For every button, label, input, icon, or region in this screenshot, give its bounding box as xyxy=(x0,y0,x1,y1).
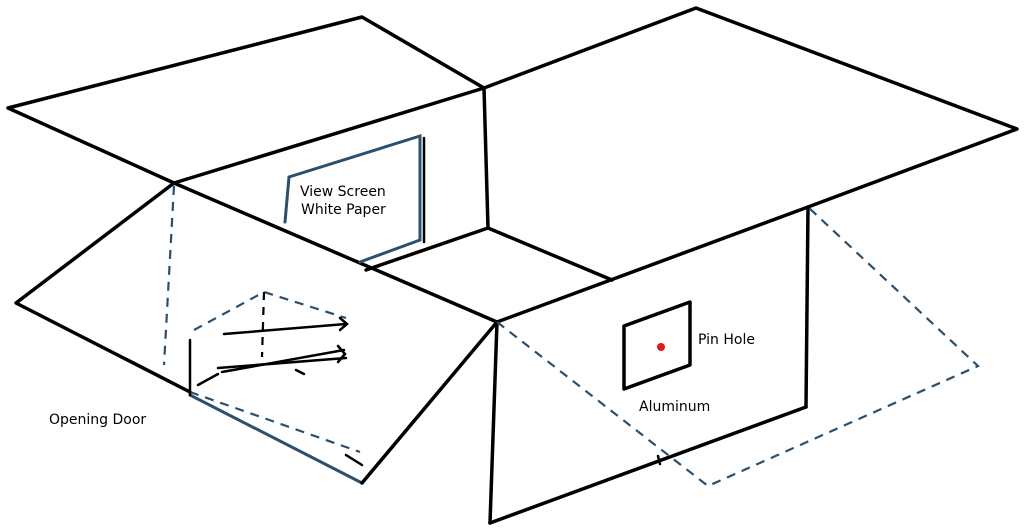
pin-hole-dot xyxy=(657,343,665,351)
back-corner-edge xyxy=(482,86,490,230)
insert-lower-arrow-head xyxy=(336,344,347,364)
box-body xyxy=(172,86,810,525)
inner-floor-edge-left xyxy=(364,226,490,272)
view-screen-label-line2: White Paper xyxy=(301,202,386,218)
front-dashed-flap xyxy=(496,206,980,488)
front-wall-top-edge xyxy=(495,205,810,324)
inner-floor-edge-right xyxy=(486,226,614,282)
right-vertical-edge xyxy=(804,205,810,409)
insert-small-tick xyxy=(294,368,306,376)
front-flap-mark xyxy=(656,454,662,466)
view-screen-label-line1: View Screen xyxy=(300,184,386,200)
back-right-flap xyxy=(482,6,1019,209)
aluminum-plate: Pin Hole Aluminum xyxy=(622,300,755,415)
insert-lower-line-2 xyxy=(220,348,346,374)
door-closed-left-edge xyxy=(162,185,176,366)
aluminum-label: Aluminum xyxy=(639,399,710,415)
left-flap-outline xyxy=(14,181,192,394)
door-closed-bottom-edge xyxy=(189,390,361,454)
front-bottom-edge xyxy=(488,405,808,525)
insert-dashed-vertical xyxy=(260,291,266,358)
view-screen-frame xyxy=(283,133,422,264)
door-bottom-edge xyxy=(188,393,364,485)
viewing-insert xyxy=(188,290,349,397)
left-wall-top-edge xyxy=(172,181,499,324)
view-screen: View Screen White Paper xyxy=(283,133,426,264)
opening-door-flap xyxy=(14,181,499,485)
pin-hole-label: Pin Hole xyxy=(698,332,755,348)
insert-base-mark xyxy=(196,372,220,387)
top-flaps xyxy=(6,6,1019,209)
insert-lower-line-1 xyxy=(216,356,348,370)
front-flap-dashed-outline xyxy=(496,206,980,488)
opening-door-label: Opening Door xyxy=(49,412,146,428)
insert-upper-arrow-line xyxy=(222,322,348,336)
back-left-flap xyxy=(6,15,486,185)
front-corner-edge xyxy=(488,320,499,525)
door-hinge-mark xyxy=(344,453,364,467)
door-front-edge xyxy=(360,320,499,485)
insert-upper-arrow-head xyxy=(338,316,349,332)
aluminum-square xyxy=(622,300,692,391)
insert-dashed-outline xyxy=(193,290,347,331)
